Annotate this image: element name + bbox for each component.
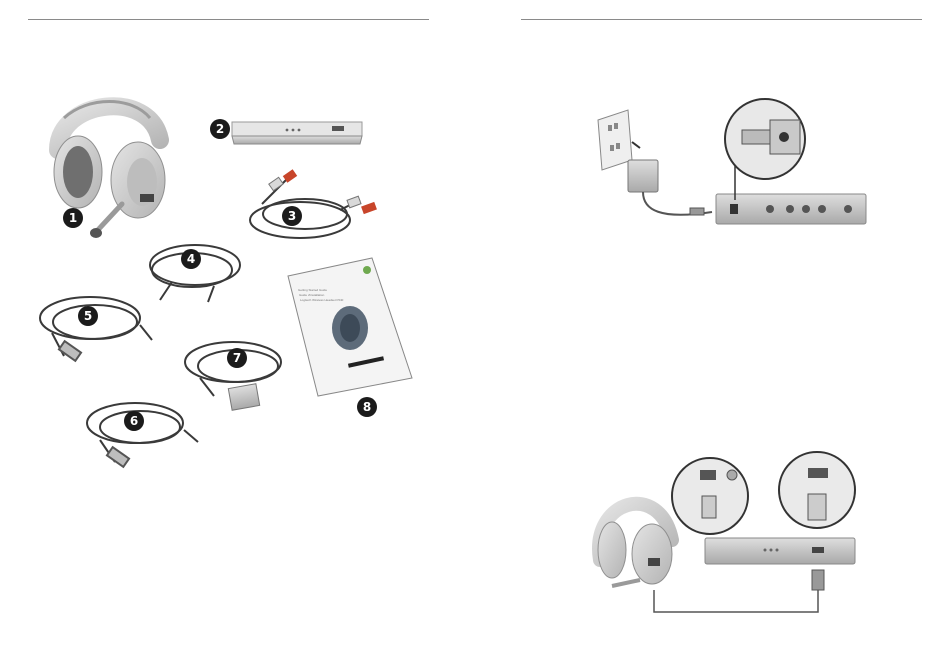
booklet-illustration: Getting Started Guide Guide d'installati… xyxy=(288,258,412,396)
usb-cable-illustration xyxy=(40,297,152,361)
item-number-7: 7 xyxy=(227,348,247,368)
item-number-4: 4 xyxy=(181,249,201,269)
rca-cable-illustration xyxy=(250,169,377,238)
booklet-line-1: Getting Started Guide xyxy=(298,288,327,292)
item-number-1: 1 xyxy=(63,208,83,228)
usb-charging-illustration xyxy=(598,452,855,612)
power-connection-illustration xyxy=(598,99,866,224)
item-number-3: 3 xyxy=(282,206,302,226)
booklet-line-3: Logitech Wireless Headset F540 xyxy=(300,298,344,302)
item-number-6: 6 xyxy=(124,411,144,431)
item-number-8: 8 xyxy=(357,397,377,417)
base-station-illustration xyxy=(232,122,362,144)
item-number-5: 5 xyxy=(78,306,98,326)
usb-cable-2-illustration xyxy=(87,403,198,467)
booklet-line-2: Guide d'installation xyxy=(299,293,325,297)
item-number-2: 2 xyxy=(210,119,230,139)
